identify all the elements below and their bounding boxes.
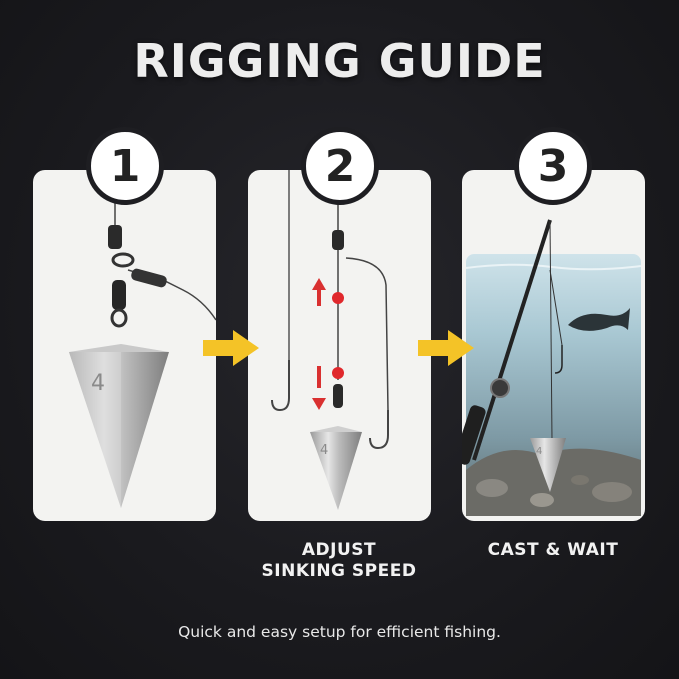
step-number-badge: 2 xyxy=(301,127,379,205)
step-2-caption-line2: SINKING SPEED xyxy=(261,561,417,581)
leader-line xyxy=(127,269,216,321)
crimp-sleeve xyxy=(131,268,167,288)
swivel-top xyxy=(332,230,344,250)
step-3-card: 4 xyxy=(462,170,645,521)
sinker-weight-mark: 4 xyxy=(536,446,542,457)
swivel-top xyxy=(108,225,122,249)
sinker-weight-mark: 4 xyxy=(91,371,105,396)
step-number-badge: 3 xyxy=(514,127,592,205)
pyramid-sinker xyxy=(310,432,362,510)
reel xyxy=(490,378,510,398)
rock xyxy=(476,479,508,497)
step-number-badge: 1 xyxy=(86,127,164,205)
snap-ring xyxy=(111,252,135,268)
water-surface xyxy=(465,263,642,271)
down-arrow-icon xyxy=(312,398,326,410)
hook-icon xyxy=(554,345,563,374)
red-bead-bottom xyxy=(332,367,344,379)
step-2-caption-line1: ADJUST xyxy=(301,540,377,560)
sinker-eye xyxy=(110,308,128,328)
swivel-bottom xyxy=(112,280,126,310)
fish-silhouette-icon xyxy=(568,308,630,331)
rock xyxy=(592,482,632,502)
step-2-caption: ADJUST SINKING SPEED xyxy=(239,540,439,582)
right-leader xyxy=(345,257,389,411)
fishing-line xyxy=(549,219,553,441)
right-arrow-icon xyxy=(418,330,474,366)
step-3-caption: CAST & WAIT xyxy=(487,540,619,560)
pyramid-sinker xyxy=(530,438,566,492)
right-hook xyxy=(369,410,389,450)
step-1-card: 4 xyxy=(33,170,216,521)
step-2-card: 4 xyxy=(248,170,431,521)
underwater-cast-scene: 4 xyxy=(462,219,642,516)
right-arrow-icon xyxy=(203,330,259,366)
red-bead-top xyxy=(332,292,344,304)
sinker-swivel-illustration: 4 xyxy=(69,170,216,508)
adjustable-rig-illustration: 4 xyxy=(271,170,389,510)
swivel-bottom xyxy=(333,384,343,408)
seabed xyxy=(466,448,641,516)
sinker-weight-mark: 4 xyxy=(320,443,328,458)
rock xyxy=(530,493,554,507)
footer-tagline: Quick and easy setup for efficient fishi… xyxy=(178,623,501,641)
up-arrow-icon xyxy=(312,278,326,290)
page-title: RIGGING GUIDE xyxy=(133,34,546,88)
fishing-rod xyxy=(472,219,552,461)
rock xyxy=(571,475,589,485)
rod-handle xyxy=(462,405,486,465)
left-hook xyxy=(271,360,290,412)
